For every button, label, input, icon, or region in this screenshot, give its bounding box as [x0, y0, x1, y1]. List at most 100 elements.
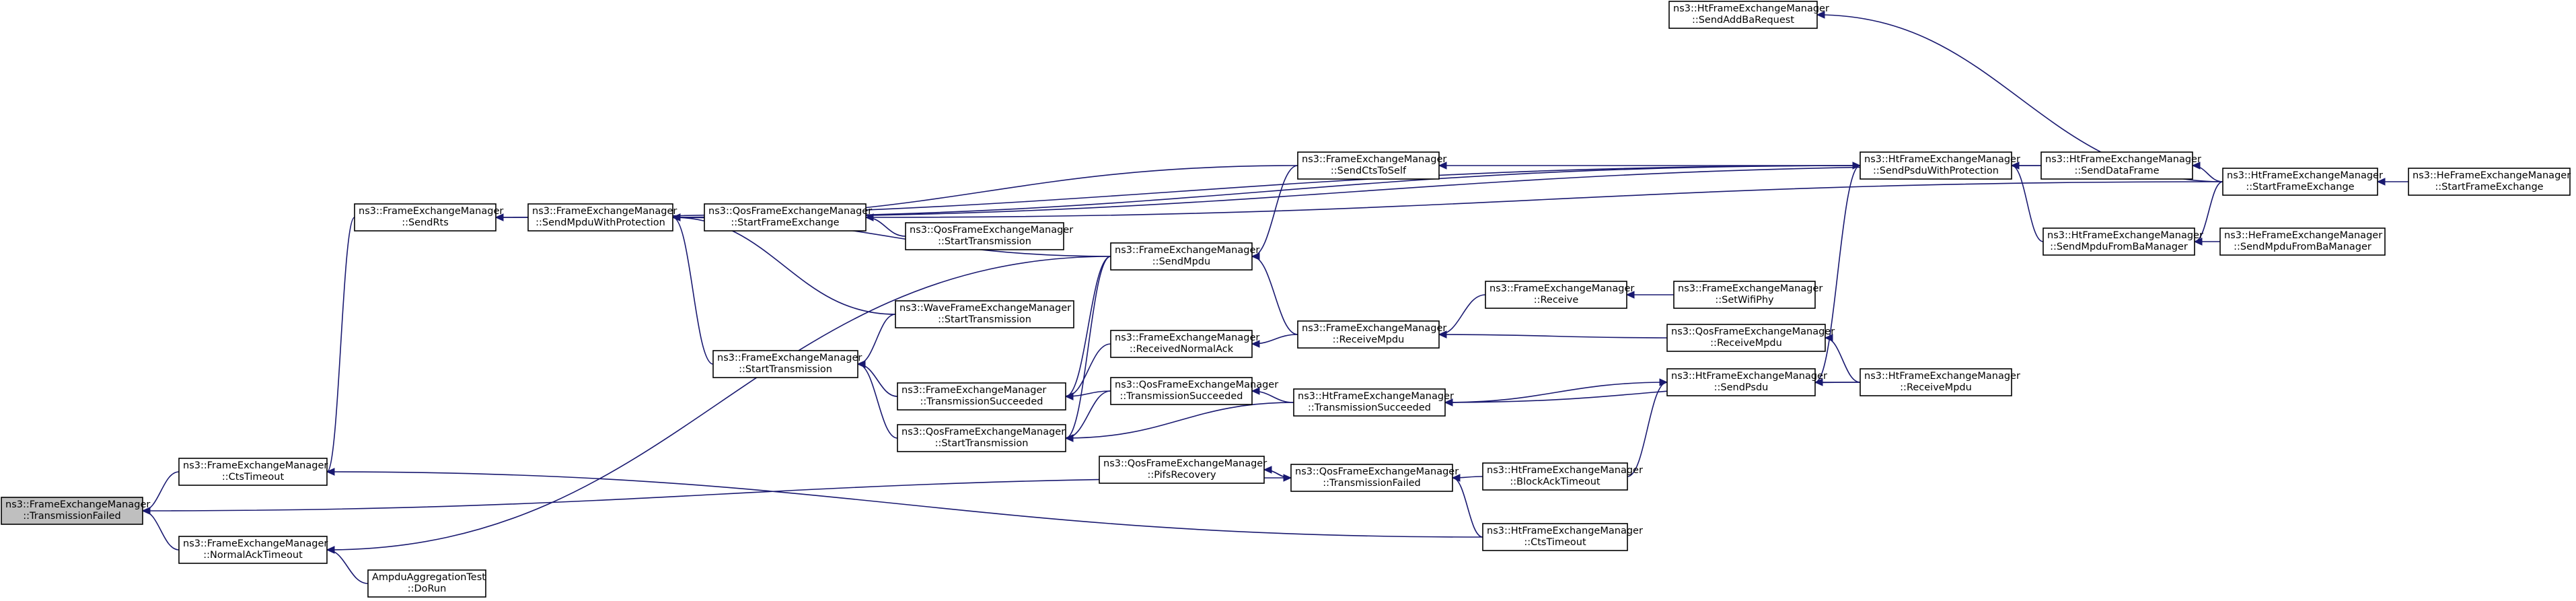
graph-node[interactable]: ns3::HtFrameExchangeManager::SendAddBaRe…	[1668, 1, 1829, 29]
call-edge	[2194, 181, 2223, 242]
node-box	[1860, 151, 2012, 180]
node-class-label: ns3::FrameExchangeManager	[1302, 154, 1446, 165]
node-class-label: ns3::HtFrameExchangeManager	[1487, 465, 1643, 476]
graph-node[interactable]: ns3::FrameExchangeManager::NormalAckTime…	[178, 536, 328, 564]
node-class-label: ns3::HtFrameExchangeManager	[1487, 526, 1643, 536]
arrowhead	[856, 360, 866, 368]
call-edge	[865, 181, 2223, 218]
graph-node[interactable]: ns3::HeFrameExchangeManager::SendMpduFro…	[2219, 227, 2386, 256]
arrowhead	[2376, 178, 2386, 186]
node-method-label: ::BlockAckTimeout	[1510, 476, 1600, 487]
call-edge	[326, 256, 1111, 551]
arrowhead	[1451, 474, 1461, 482]
graph-node[interactable]: ns3::QosFrameExchangeManager::StartTrans…	[905, 222, 1073, 250]
arrowhead	[141, 507, 151, 515]
node-box	[1485, 281, 1627, 309]
node-class-label: ns3::HtFrameExchangeManager	[1298, 391, 1454, 402]
node-method-label: ::StartFrameExchange	[731, 217, 839, 228]
arrowhead	[1251, 340, 1260, 348]
graph-node[interactable]: ns3::QosFrameExchangeManager::StartTrans…	[897, 424, 1066, 452]
graph-node[interactable]: ns3::FrameExchangeManager::Receive	[1485, 281, 1634, 309]
call-edge	[1444, 382, 1668, 403]
node-method-label: ::StartFrameExchange	[2435, 182, 2543, 192]
graph-node[interactable]: ns3::HtFrameExchangeManager::SendMpduFro…	[2043, 227, 2203, 256]
node-method-label: ::NormalAckTimeout	[203, 550, 303, 561]
graph-node[interactable]: ns3::FrameExchangeManager::SendMpdu	[1110, 242, 1259, 271]
node-method-label: ::TransmissionSucceeded	[1308, 402, 1431, 413]
arrowhead	[1814, 378, 1823, 386]
node-method-label: ::CtsTimeout	[1524, 537, 1586, 548]
node-class-label: ns3::FrameExchangeManager	[1302, 323, 1446, 334]
call-edge	[326, 217, 355, 472]
node-box	[1290, 464, 1453, 492]
graph-node[interactable]: ns3::HtFrameExchangeManager::Transmissio…	[1293, 388, 1454, 417]
graph-node[interactable]: ns3::HtFrameExchangeManager::CtsTimeout	[1482, 523, 1643, 551]
graph-node[interactable]: ns3::QosFrameExchangeManager::PifsRecove…	[1099, 456, 1267, 484]
call-edge	[1065, 343, 1111, 397]
node-box	[1860, 368, 2012, 396]
graph-node[interactable]: ns3::HeFrameExchangeManager::StartFrameE…	[2408, 168, 2571, 196]
graph-node[interactable]: AmpduAggregationTest::DoRun	[367, 569, 486, 598]
node-class-label: ns3::FrameExchangeManager	[1115, 332, 1259, 343]
graph-node[interactable]: ns3::FrameExchangeManager::SendMpduWithP…	[527, 203, 677, 232]
node-class-label: ns3::HtFrameExchangeManager	[1673, 3, 1829, 14]
graph-node[interactable]: ns3::FrameExchangeManager::SetWifiPhy	[1673, 281, 1823, 309]
node-box	[1110, 330, 1253, 358]
arrowhead	[1251, 387, 1260, 395]
graph-node[interactable]: ns3::HtFrameExchangeManager::SendPsdu	[1666, 368, 1827, 396]
graph-node[interactable]: ns3::HtFrameExchangeManager::BlockAckTim…	[1482, 462, 1643, 491]
call-edge	[1251, 165, 1298, 257]
node-method-label: ::SendMpdu	[1152, 256, 1210, 267]
graph-node[interactable]: ns3::FrameExchangeManager::SendCtsToSelf	[1297, 151, 1446, 180]
node-class-label: ns3::FrameExchangeManager	[1489, 283, 1634, 294]
call-edge	[1452, 477, 1483, 538]
call-edge	[2011, 165, 2044, 242]
arrowhead	[1438, 162, 1447, 170]
call-edge	[1814, 165, 1861, 383]
graph-node[interactable]: ns3::QosFrameExchangeManager::Transmissi…	[1110, 377, 1278, 405]
call-edge	[1438, 334, 1668, 339]
graph-node[interactable]: ns3::HtFrameExchangeManager::StartFrameE…	[2222, 168, 2383, 196]
arrowhead	[1444, 398, 1453, 406]
node-class-label: ns3::QosFrameExchangeManager	[1295, 466, 1459, 477]
node-method-label: ::SendMpduFromBaManager	[2050, 242, 2188, 252]
arrowhead	[1064, 434, 1074, 442]
node-class-label: ns3::FrameExchangeManager	[717, 353, 862, 363]
node-box	[367, 569, 486, 598]
node-box	[1110, 377, 1253, 405]
node-class-label: ns3::WaveFrameExchangeManager	[899, 303, 1071, 314]
graph-node[interactable]: ns3::QosFrameExchangeManager::Transmissi…	[1290, 464, 1459, 492]
graph-node[interactable]: ns3::QosFrameExchangeManager::StartFrame…	[704, 203, 872, 232]
graph-node[interactable]: ns3::HtFrameExchangeManager::SendPsduWit…	[1860, 151, 2020, 180]
node-class-label: ns3::FrameExchangeManager	[359, 206, 503, 217]
graph-node[interactable]: ns3::FrameExchangeManager::ReceivedNorma…	[1110, 330, 1259, 358]
call-edge	[1065, 256, 1111, 397]
call-edge	[857, 314, 896, 365]
node-box	[905, 222, 1064, 250]
node-box	[897, 382, 1066, 411]
node-box	[1099, 456, 1265, 484]
node-box	[897, 424, 1066, 452]
call-edge	[857, 363, 898, 439]
call-edge	[142, 510, 180, 551]
arrowhead	[2193, 238, 2203, 246]
graph-node[interactable]: ns3::FrameExchangeManager::TransmissionS…	[897, 382, 1066, 411]
arrowhead	[864, 213, 874, 221]
graph-node[interactable]: ns3::QosFrameExchangeManager::ReceiveMpd…	[1666, 324, 1835, 352]
node-method-label: ::SetWifiPhy	[1715, 295, 1774, 306]
graph-node[interactable]: ns3::FrameExchangeManager::ReceiveMpdu	[1297, 320, 1446, 349]
node-method-label: ::SendMpduWithProtection	[536, 217, 665, 228]
graph-node[interactable]: ns3::FrameExchangeManager::CtsTimeout	[178, 458, 328, 486]
node-class-label: ns3::QosFrameExchangeManager	[1103, 458, 1267, 469]
graph-node[interactable]: ns3::FrameExchangeManager::SendRts	[354, 203, 503, 232]
call-edge	[326, 549, 369, 584]
graph-node[interactable]: ns3::HtFrameExchangeManager::SendDataFra…	[2040, 151, 2201, 180]
node-method-label: ::TransmissionFailed	[23, 511, 121, 522]
node-class-label: ns3::QosFrameExchangeManager	[1115, 380, 1278, 390]
node-method-label: ::StartTransmission	[938, 314, 1031, 325]
graph-node[interactable]: ns3::HtFrameExchangeManager::ReceiveMpdu	[1860, 368, 2020, 396]
node-class-label: ns3::HtFrameExchangeManager	[1864, 154, 2020, 165]
call-edge	[142, 477, 1292, 511]
graph-node[interactable]: ns3::WaveFrameExchangeManager::StartTran…	[895, 300, 1074, 328]
graph-node[interactable]: ns3::FrameExchangeManager::StartTransmis…	[712, 350, 862, 378]
